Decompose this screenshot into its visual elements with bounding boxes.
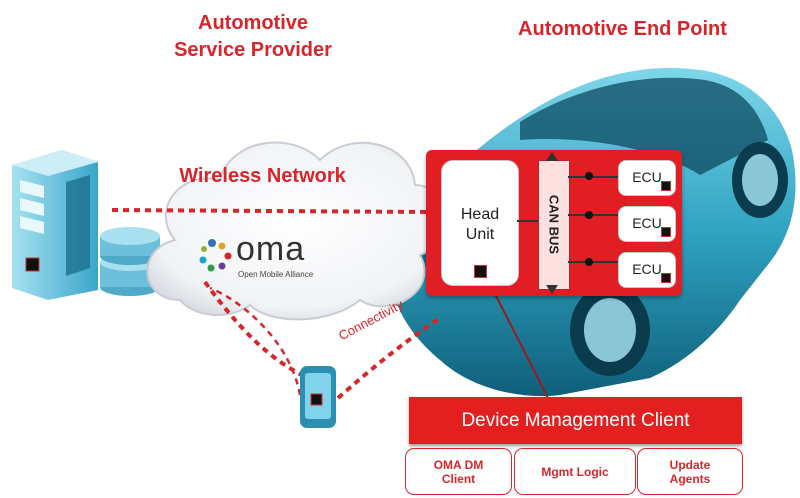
end-point-box: Head Unit CAN BUS ECU ECU ECU: [426, 150, 682, 296]
head-unit: Head Unit: [441, 160, 519, 286]
can-bus-label: CAN BUS: [546, 194, 562, 255]
ecu-box: ECU: [618, 252, 676, 288]
head-unit-bus-connector: [517, 220, 538, 222]
server-illustration: [12, 150, 98, 300]
can-bus-arrow-up-icon: [546, 152, 558, 161]
can-bus-arrow-down-icon: [546, 285, 558, 294]
oma-dm-client-box: OMA DM Client: [405, 448, 512, 495]
ecu-connector: [568, 261, 618, 263]
network-links: [111, 208, 442, 400]
ecu-label: ECU: [632, 215, 662, 231]
can-bus: CAN BUS: [538, 160, 570, 290]
database-illustration: [100, 227, 160, 296]
ecu-connector: [568, 214, 618, 216]
update-agents-box: Update Agents: [637, 448, 743, 495]
service-provider-title-text: Automotive Service Provider: [174, 12, 332, 61]
bus-node-icon: [585, 258, 593, 266]
ecu-chip-icon: [661, 227, 671, 237]
ecu-label: ECU: [632, 261, 662, 277]
mgmt-logic-box: Mgmt Logic: [514, 448, 636, 495]
bus-node-icon: [585, 172, 593, 180]
service-provider-title: Automotive Service Provider: [158, 10, 348, 64]
ecu-connector: [568, 176, 618, 178]
head-unit-label: Head Unit: [460, 206, 500, 243]
oma-logo-icon: [199, 239, 232, 272]
phone-illustration: [300, 366, 336, 428]
device-management-client: Device Management Client: [409, 397, 742, 444]
ecu-chip-icon: [661, 273, 671, 283]
oma-logo-text: oma: [236, 230, 306, 268]
wireless-cloud: [146, 141, 447, 321]
head-unit-to-dm-link: [487, 279, 549, 399]
head-unit-chip-icon: [474, 265, 487, 278]
ecu-box: ECU: [618, 206, 676, 242]
bus-node-icon: [585, 211, 593, 219]
ecu-box: ECU: [618, 160, 676, 196]
oma-tagline: Open Mobile Alliance: [238, 270, 314, 279]
ecu-label: ECU: [632, 169, 662, 185]
end-point-title: Automotive End Point: [518, 18, 727, 40]
ecu-chip-icon: [661, 181, 671, 191]
wireless-network-title: Wireless Network: [179, 165, 346, 187]
